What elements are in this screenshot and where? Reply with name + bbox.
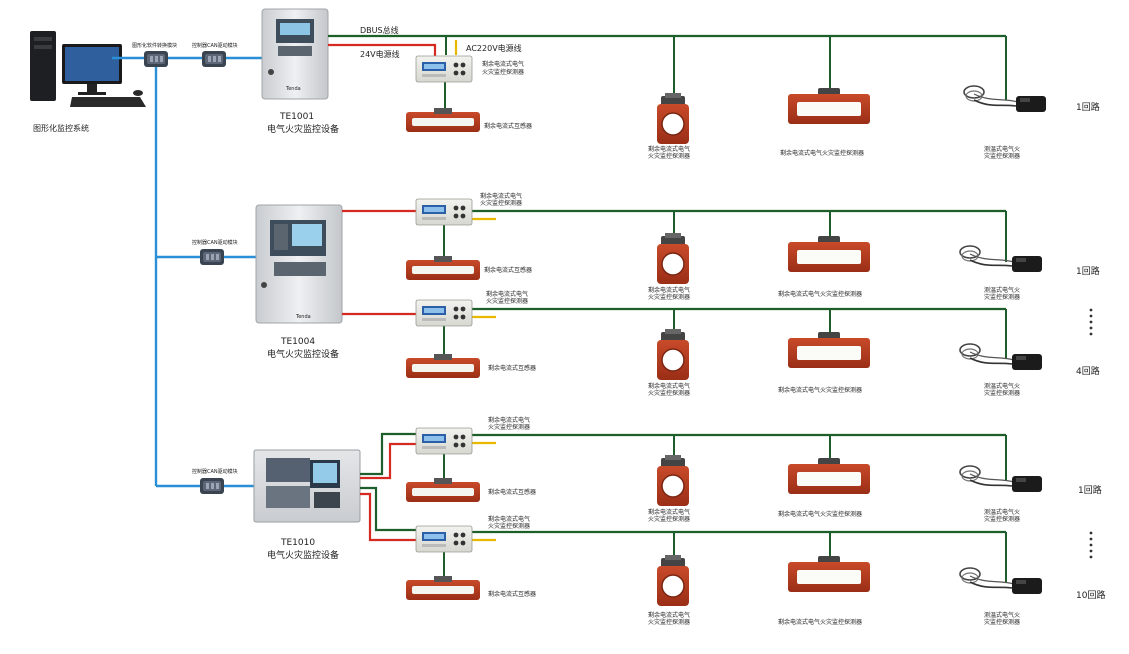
- top-transformer: [406, 108, 480, 132]
- mid-temp-a-label-2: 灾监控探测器: [984, 293, 1020, 301]
- bot-transformer-b-label: 剩余电流式互感器: [488, 590, 536, 598]
- bot-rect-b-label: 剩余电流式电气火灾监控探测器: [778, 618, 862, 626]
- top-din-label-1: 剩余电流式电气: [482, 60, 524, 68]
- top-temp-label-2: 灾监控探测器: [984, 152, 1020, 160]
- top-round-label-2: 火灾监控探测器: [648, 152, 690, 160]
- top-rect-label: 剩余电流式电气火灾监控探测器: [780, 149, 864, 157]
- mid-temp-b-label-2: 灾监控探测器: [984, 389, 1020, 397]
- bot-temp-detector-b: [959, 567, 1043, 595]
- controller-te1004: [255, 204, 343, 324]
- converter-module-mid: [200, 249, 224, 265]
- top-rect-detector: [788, 88, 870, 124]
- bot-round-a-label-1: 剩余电流式电气: [648, 508, 690, 516]
- mid-rect-b-label: 剩余电流式电气火灾监控探测器: [778, 386, 862, 394]
- converter-label-bot: 控制器CAN驱动模块: [192, 468, 238, 475]
- mid-transformer-b: [406, 354, 480, 378]
- controller-model-te1010: TE1010: [280, 538, 315, 548]
- mid-temp-detector-a: [959, 245, 1043, 273]
- mid-din-b-label-2: 火灾监控探测器: [486, 297, 528, 305]
- bot-temp-a-label-1: 测温式电气火: [984, 508, 1020, 516]
- bot-temp-b-label-2: 灾监控探测器: [984, 618, 1020, 626]
- bot-round-a-label-2: 火灾监控探测器: [648, 515, 690, 523]
- converter-label-top: 图形化软件转换模块: [132, 42, 177, 49]
- converter-module-bot: [200, 478, 224, 494]
- mid-rect-detector-a: [788, 236, 870, 272]
- bot-loop-wiring: [360, 432, 1007, 582]
- mid-loop-wiring: [342, 209, 1007, 358]
- converter-label-mid: 控制器CAN驱动模块: [192, 239, 238, 246]
- controller-te1001: [261, 8, 329, 100]
- ellipsis-dots-mid: [1089, 308, 1093, 336]
- converter-label-top-can: 控制器CAN驱动模块: [192, 42, 238, 49]
- top-din-label-2: 火灾监控探测器: [482, 68, 524, 76]
- top-temp-label-1: 测温式电气火: [984, 145, 1020, 153]
- mid-round-b-label-2: 火灾监控探测器: [648, 389, 690, 397]
- bot-transformer-a-label: 剩余电流式互感器: [488, 488, 536, 496]
- bot-din-module-a: [415, 427, 473, 455]
- mid-round-b-label-1: 剩余电流式电气: [648, 382, 690, 390]
- bot-round-detector-a: [656, 454, 690, 507]
- mid-round-detector-b: [656, 328, 690, 381]
- controller-name-te1004: 电气火灾监控设备: [267, 348, 339, 360]
- bot-transformer-b: [406, 576, 480, 600]
- controller-name-te1001: 电气火灾监控设备: [267, 123, 339, 135]
- bot-din-b-label-2: 火灾监控探测器: [488, 522, 530, 530]
- loop-label-top: 1回路: [1076, 101, 1100, 113]
- bot-rect-a-label: 剩余电流式电气火灾监控探测器: [778, 510, 862, 518]
- mid-temp-a-label-1: 测温式电气火: [984, 286, 1020, 294]
- wire-label-ac220: AC220V电源线: [466, 43, 522, 53]
- mid-temp-detector-b: [959, 343, 1043, 371]
- wire-label-24v: 24V电源线: [360, 49, 400, 59]
- bot-din-module-b: [415, 525, 473, 553]
- mid-temp-b-label-1: 测温式电气火: [984, 382, 1020, 390]
- loop-label-bot-10: 10回路: [1076, 589, 1105, 601]
- top-transformer-label: 剩余电流式互感器: [484, 122, 532, 130]
- bot-rect-detector-a: [788, 458, 870, 494]
- mid-round-detector-a: [656, 232, 690, 285]
- communication-links: [112, 56, 262, 488]
- mid-din-b-label-1: 剩余电流式电气: [486, 290, 528, 298]
- bot-transformer-a: [406, 478, 480, 502]
- mid-din-module-a: [415, 198, 473, 226]
- top-round-label-1: 剩余电流式电气: [648, 145, 690, 153]
- top-round-detector: [656, 92, 690, 145]
- bot-din-b-label-1: 剩余电流式电气: [488, 515, 530, 523]
- mid-din-module-b: [415, 299, 473, 327]
- loop-label-mid-4: 4回路: [1076, 365, 1100, 377]
- bot-rect-detector-b: [788, 556, 870, 592]
- pc-workstation: [30, 31, 146, 107]
- bot-round-detector-b: [656, 554, 690, 607]
- top-loop-wiring: [328, 34, 1007, 108]
- bot-temp-a-label-2: 灾监控探测器: [984, 515, 1020, 523]
- bot-round-b-label-2: 火灾监控探测器: [648, 618, 690, 626]
- controller-te1010: [253, 449, 361, 523]
- mid-transformer-a-label: 剩余电流式互感器: [484, 266, 532, 274]
- mid-rect-detector-b: [788, 332, 870, 368]
- ellipsis-dots-bot: [1089, 531, 1093, 559]
- mid-transformer-b-label: 剩余电流式互感器: [488, 364, 536, 372]
- controller-model-te1004: TE1004: [280, 337, 315, 347]
- bot-din-a-label-1: 剩余电流式电气: [488, 416, 530, 424]
- bot-din-a-label-2: 火灾监控探测器: [488, 423, 530, 431]
- mid-rect-a-label: 剩余电流式电气火灾监控探测器: [778, 290, 862, 298]
- controller-brand: Tenda: [285, 86, 301, 92]
- loop-label-mid-1: 1回路: [1076, 265, 1100, 277]
- mid-transformer-a: [406, 256, 480, 280]
- wire-label-dbus: DBUS总线: [360, 25, 399, 35]
- controller-name-te1010: 电气火灾监控设备: [267, 549, 339, 561]
- mid-round-a-label-1: 剩余电流式电气: [648, 286, 690, 294]
- mid-round-a-label-2: 火灾监控探测器: [648, 293, 690, 301]
- pc-label: 图形化监控系统: [33, 123, 89, 133]
- mid-din-a-label-1: 剩余电流式电气: [480, 192, 522, 200]
- bot-round-b-label-1: 剩余电流式电气: [648, 611, 690, 619]
- loop-label-bot-1: 1回路: [1078, 484, 1102, 496]
- controller-model-te1001: TE1001: [279, 112, 314, 122]
- mid-din-a-label-2: 火灾监控探测器: [480, 199, 522, 207]
- controller-brand-2: Tenda: [295, 314, 311, 320]
- bot-temp-detector-a: [959, 465, 1043, 493]
- bot-temp-b-label-1: 测温式电气火: [984, 611, 1020, 619]
- top-din-module: [415, 55, 473, 83]
